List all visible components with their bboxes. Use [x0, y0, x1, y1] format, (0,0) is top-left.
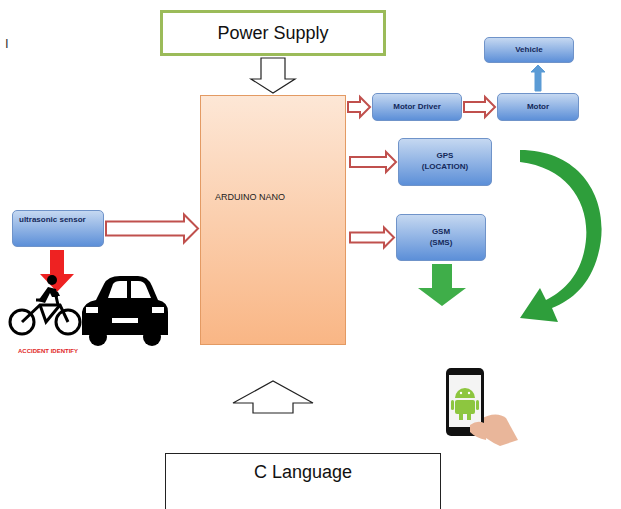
accident-label: ACCIDENT IDENTIFY — [18, 348, 78, 354]
stray-mark: I — [5, 36, 9, 51]
block-arrow — [348, 97, 370, 117]
location-curve-arrow — [520, 150, 602, 322]
node-text: Motor — [527, 102, 549, 113]
node-text: (SMS) — [430, 238, 453, 249]
node-text: ARDUINO NANO — [215, 192, 285, 202]
language-box: C Language — [165, 453, 441, 509]
block-arrow — [106, 215, 198, 243]
motor-driver-box: Motor Driver — [372, 93, 462, 121]
sensor-box: ultrasonic sensor — [12, 210, 104, 247]
node-text: C Language — [254, 462, 352, 483]
block-arrow — [464, 97, 495, 117]
gsm-box: GSM(SMS) — [396, 214, 486, 261]
rider-figure — [38, 275, 60, 303]
block-arrow — [350, 152, 396, 172]
phone-icon — [446, 368, 518, 446]
vehicle-box: Vehicle — [484, 37, 574, 63]
block-arrow — [350, 228, 394, 248]
accident-arrow — [40, 250, 74, 292]
microcontroller-box: ARDUINO NANO — [200, 95, 346, 345]
car-icon — [82, 276, 168, 346]
node-text: Motor Driver — [393, 102, 441, 113]
gps-box: GPS(LOCATION) — [398, 138, 492, 186]
block-arrow — [531, 65, 545, 91]
node-text: Power Supply — [217, 23, 328, 44]
motor-box: Motor — [497, 93, 579, 121]
node-text: GSM — [432, 227, 450, 238]
node-text: GPS — [437, 151, 454, 162]
block-arrow — [251, 58, 295, 93]
sms-arrow — [418, 264, 466, 306]
power-supply-box: Power Supply — [160, 10, 386, 56]
node-text: ultrasonic sensor — [19, 215, 86, 226]
block-arrow — [233, 381, 313, 413]
node-text: Vehicle — [515, 45, 543, 56]
node-text: (LOCATION) — [422, 162, 469, 173]
